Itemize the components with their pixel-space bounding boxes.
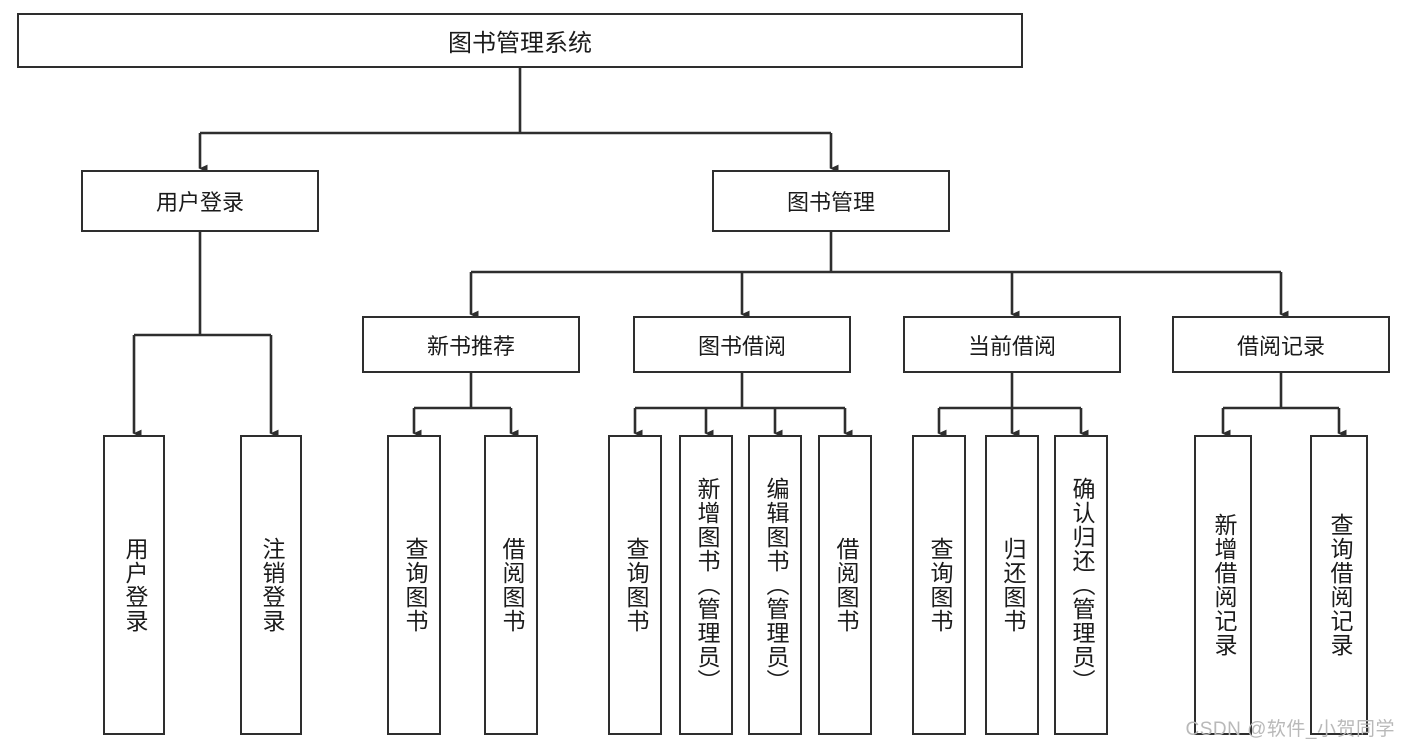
node-leaf-query-record[interactable]: 查询借阅记录 [1310, 435, 1368, 735]
node-label: 图书借阅 [697, 333, 786, 359]
node-label: 借阅图书 [832, 537, 859, 633]
node-leaf-confirm-return[interactable]: 确认归还（管理员） [1054, 435, 1108, 735]
node-leaf-edit-book[interactable]: 编辑图书（管理员） [748, 435, 802, 735]
node-label: 新书推荐 [426, 333, 515, 359]
edge-group [132, 68, 1347, 438]
node-root[interactable]: 图书管理系统 [17, 13, 1023, 68]
node-leaf-query-book-3[interactable]: 查询图书 [912, 435, 966, 735]
node-leaf-borrow-book-2[interactable]: 借阅图书 [818, 435, 872, 735]
node-label: 查询图书 [622, 537, 649, 633]
node-leaf-user-login[interactable]: 用户登录 [103, 435, 165, 735]
node-leaf-add-record[interactable]: 新增借阅记录 [1194, 435, 1252, 735]
node-label: 用户登录 [121, 537, 148, 633]
node-label: 借阅记录 [1236, 333, 1325, 359]
node-user-login[interactable]: 用户登录 [81, 170, 319, 232]
node-book-manage[interactable]: 图书管理 [712, 170, 950, 232]
node-label: 归还图书 [999, 537, 1026, 633]
node-label: 新增借阅记录 [1210, 513, 1237, 657]
node-label: 图书管理 [786, 190, 875, 215]
node-label: 查询图书 [926, 537, 953, 633]
node-new-book-rec[interactable]: 新书推荐 [362, 316, 580, 373]
node-leaf-borrow-book-1[interactable]: 借阅图书 [484, 435, 538, 735]
watermark: CSDN @软件_小贺同学 [1185, 719, 1395, 740]
node-label: 用户登录 [155, 190, 244, 215]
node-label: 查询借阅记录 [1326, 513, 1353, 657]
node-label: 编辑图书（管理员） [762, 477, 789, 693]
node-leaf-user-logout[interactable]: 注销登录 [240, 435, 302, 735]
node-leaf-query-book-1[interactable]: 查询图书 [387, 435, 441, 735]
node-label: 新增图书（管理员） [693, 477, 720, 693]
node-label: 借阅图书 [498, 537, 525, 633]
node-leaf-return-book[interactable]: 归还图书 [985, 435, 1039, 735]
node-borrow-record[interactable]: 借阅记录 [1172, 316, 1390, 373]
node-label: 查询图书 [401, 537, 428, 633]
node-label: 当前借阅 [967, 333, 1056, 359]
node-leaf-add-book[interactable]: 新增图书（管理员） [679, 435, 733, 735]
node-label: 确认归还（管理员） [1068, 477, 1095, 693]
node-leaf-query-book-2[interactable]: 查询图书 [608, 435, 662, 735]
node-current-borrow[interactable]: 当前借阅 [903, 316, 1121, 373]
node-label: 注销登录 [258, 537, 285, 633]
node-book-borrow[interactable]: 图书借阅 [633, 316, 851, 373]
node-label: 图书管理系统 [448, 30, 592, 57]
